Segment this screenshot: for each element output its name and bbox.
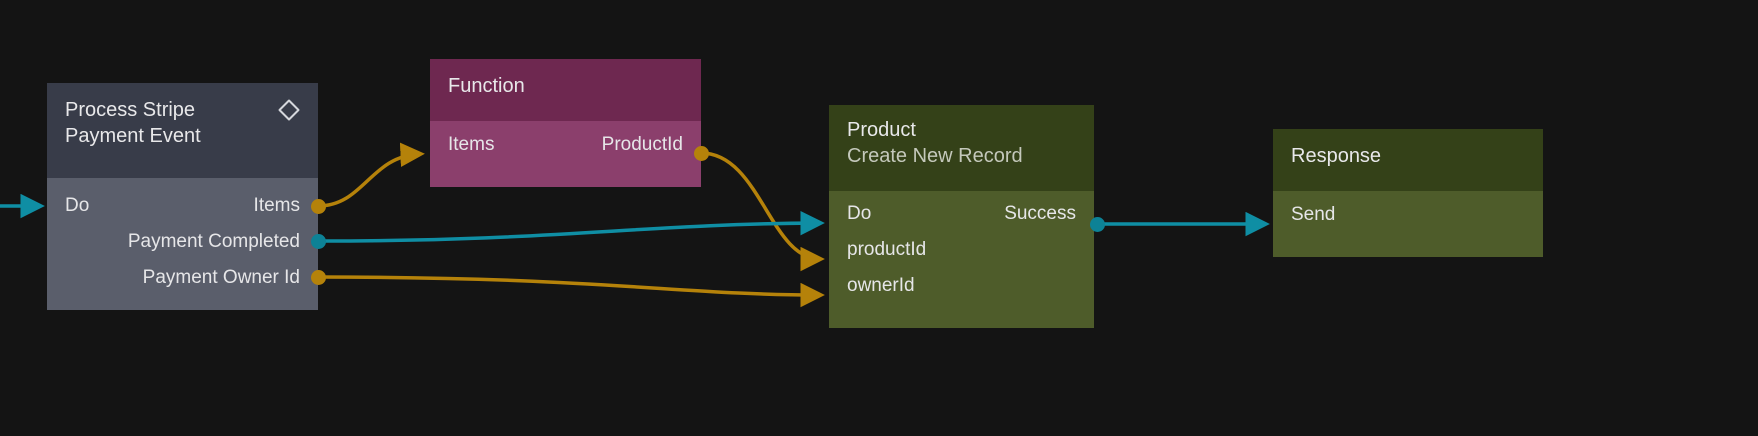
node-title: Product bbox=[847, 119, 916, 141]
edge-payment-owner-id-to-product-ownerid bbox=[317, 275, 825, 308]
node-title: Response bbox=[1291, 145, 1382, 167]
node-body: Items ProductId bbox=[430, 121, 701, 177]
port-row[interactable]: Payment Completed bbox=[65, 224, 300, 260]
port-dot-productid-output[interactable] bbox=[694, 146, 709, 161]
port-label-productid: ProductId bbox=[601, 134, 683, 155]
node-body: Send bbox=[1273, 191, 1543, 247]
node-header[interactable]: Response bbox=[1273, 129, 1543, 191]
port-row[interactable]: ownerId bbox=[847, 268, 1076, 304]
node-title: Function bbox=[448, 75, 525, 97]
node-body: Do Items Payment Completed Payment Owner… bbox=[47, 178, 318, 310]
node-process-stripe-payment-event[interactable]: Process Stripe Payment Event Do Items Pa… bbox=[47, 83, 318, 310]
edge-payment-completed-to-product-do bbox=[317, 210, 825, 243]
port-label-productid: productId bbox=[847, 239, 927, 260]
port-label-payment-completed: Payment Completed bbox=[127, 231, 300, 252]
port-dot-items-output[interactable] bbox=[311, 199, 326, 214]
port-row[interactable]: Send bbox=[1291, 197, 1525, 233]
port-dot-payment-owner-id-output[interactable] bbox=[311, 270, 326, 285]
port-label-ownerid: ownerId bbox=[847, 275, 915, 296]
port-label-items: Items bbox=[448, 134, 495, 155]
port-row[interactable]: Do Success bbox=[847, 196, 1076, 232]
port-label-send: Send bbox=[1291, 204, 1336, 225]
node-subtitle: Create New Record bbox=[847, 145, 1023, 167]
port-dot-payment-completed-output[interactable] bbox=[311, 234, 326, 249]
port-label-success: Success bbox=[1004, 203, 1076, 224]
node-header[interactable]: Function bbox=[430, 59, 701, 121]
port-row[interactable]: Payment Owner Id bbox=[65, 260, 300, 296]
port-row[interactable]: Do Items bbox=[65, 188, 300, 224]
port-label-payment-owner-id: Payment Owner Id bbox=[142, 267, 300, 288]
node-title: Process Stripe Payment Event bbox=[65, 99, 201, 147]
port-row[interactable]: Items ProductId bbox=[448, 127, 683, 163]
node-header[interactable]: Product Create New Record bbox=[829, 105, 1094, 191]
edge-items-to-function-items bbox=[317, 142, 425, 208]
node-product-create-new-record[interactable]: Product Create New Record Do Success pro… bbox=[829, 105, 1094, 328]
port-label-do: Do bbox=[65, 195, 90, 216]
port-row[interactable]: productId bbox=[847, 232, 1076, 268]
port-label-do: Do bbox=[847, 203, 872, 224]
node-function[interactable]: Function Items ProductId bbox=[430, 59, 701, 187]
edge-productid-to-product-productid bbox=[700, 151, 825, 272]
port-label-items: Items bbox=[253, 195, 300, 216]
node-body: Do Success productId ownerId bbox=[829, 191, 1094, 318]
node-header[interactable]: Process Stripe Payment Event bbox=[47, 83, 318, 178]
diamond-icon bbox=[278, 99, 300, 121]
port-dot-success-output[interactable] bbox=[1090, 217, 1105, 232]
node-response[interactable]: Response Send bbox=[1273, 129, 1543, 257]
